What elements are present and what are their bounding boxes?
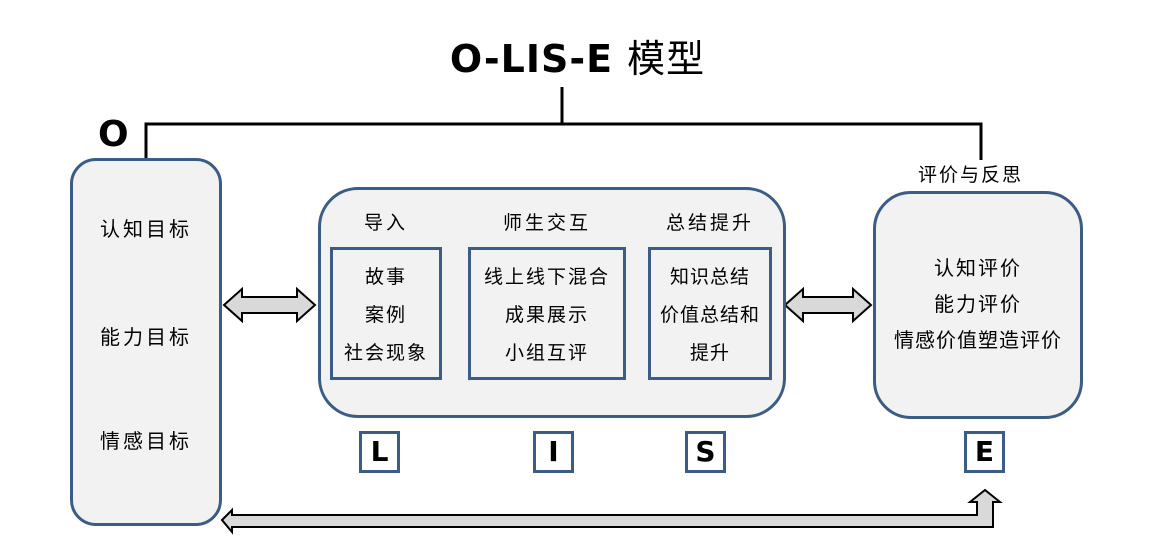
stage-item: 故事 <box>364 266 407 288</box>
stage-item: 提升 <box>689 342 730 364</box>
stage-item: 知识总结 <box>669 266 750 288</box>
stage-box-lead-in: 故事 案例 社会现象 <box>330 247 442 380</box>
evaluation-title: 评价与反思 <box>918 164 1024 186</box>
stage-box-summary: 知识总结 价值总结和 提升 <box>648 247 772 380</box>
title-connector-line <box>144 87 983 160</box>
feedback-arrow <box>220 488 1003 535</box>
double-arrow-process-evaluation <box>783 286 873 324</box>
o-label: O <box>98 114 129 155</box>
stage-item: 成果展示 <box>504 304 589 326</box>
stage-item: 社会现象 <box>343 342 428 364</box>
stage-item: 线上线下混合 <box>483 266 610 288</box>
diagram-title: O-LIS-E 模型 <box>0 28 1155 83</box>
title-prefix: O-LIS-E <box>449 37 614 81</box>
stage-item: 案例 <box>364 304 407 326</box>
stage-item: 价值总结和 <box>659 304 760 326</box>
objective-item: 情感目标 <box>100 429 192 453</box>
objective-item: 能力目标 <box>100 325 192 349</box>
evaluation-box: 认知评价 能力评价 情感价值塑造评价 <box>873 191 1083 419</box>
title-suffix: 模型 <box>627 37 706 81</box>
letter-box-s: S <box>685 431 726 473</box>
letter-box-l: L <box>359 431 400 473</box>
stage-box-interaction: 线上线下混合 成果展示 小组互评 <box>468 247 626 380</box>
objective-item: 认知目标 <box>100 217 192 241</box>
double-arrow-objectives-process <box>222 286 317 324</box>
evaluation-item: 情感价值塑造评价 <box>894 328 1062 352</box>
evaluation-item: 能力评价 <box>934 292 1022 316</box>
letter-box-i: I <box>533 431 574 473</box>
stage-item: 小组互评 <box>504 342 589 364</box>
stage-title-interaction: 师生交互 <box>502 212 591 234</box>
stage-title-lead-in: 导入 <box>363 212 408 234</box>
stage-title-summary: 总结提升 <box>665 212 754 234</box>
objectives-box: 认知目标 能力目标 情感目标 <box>70 158 222 526</box>
evaluation-item: 认知评价 <box>934 256 1022 280</box>
letter-box-e: E <box>964 431 1005 473</box>
